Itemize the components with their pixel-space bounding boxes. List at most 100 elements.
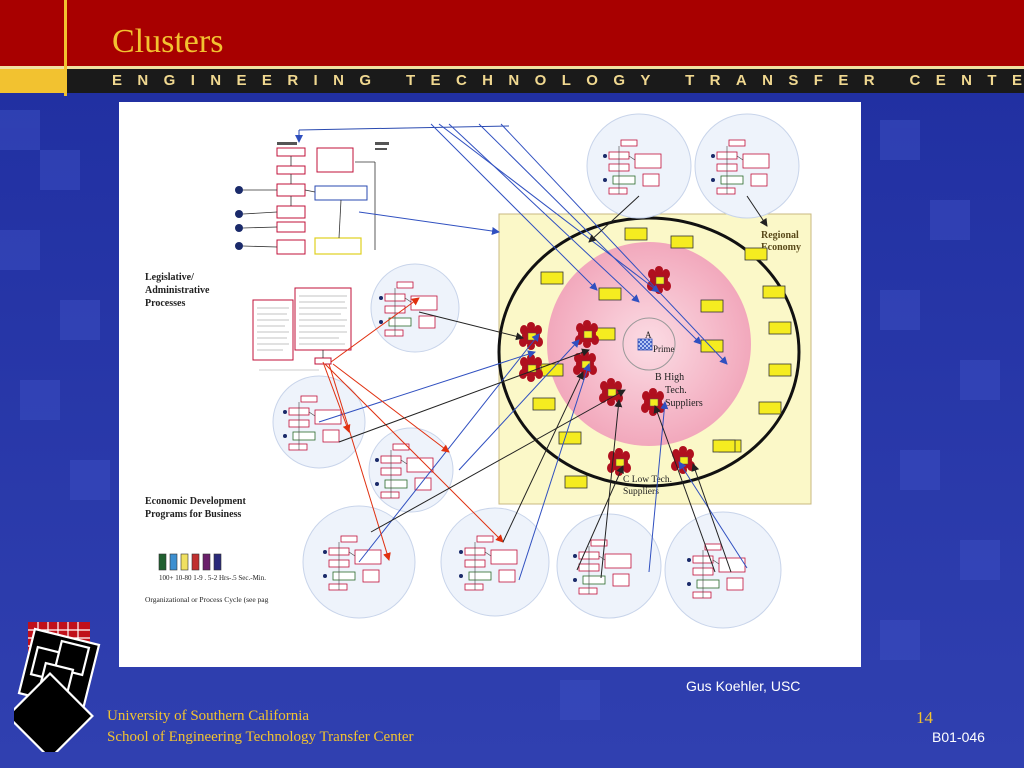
- supplier-box: [712, 439, 736, 453]
- svg-text:Programs for Business: Programs for Business: [145, 509, 241, 520]
- connection-arrow: [322, 361, 351, 433]
- legend-scale: 100+ 10-80 1-9 . 5-2 Hrs-.5 Sec.-Min.: [159, 574, 266, 582]
- legend-swatch: [169, 553, 178, 571]
- firm-bubble: [518, 321, 544, 351]
- supplier-box: [598, 287, 622, 301]
- usc-logo: [14, 622, 101, 752]
- supplier-box: [768, 321, 792, 335]
- connection-arrow: [678, 461, 748, 569]
- connection-arrow: [648, 401, 669, 573]
- legend-swatch: [191, 553, 200, 571]
- firm-bubble: [646, 265, 672, 295]
- svg-text:Economy: Economy: [761, 242, 801, 253]
- connection-arrow: [500, 123, 728, 365]
- connection-arrow: [418, 311, 524, 341]
- slide-title: Clusters: [112, 23, 224, 60]
- svg-text:Legislative/: Legislative/: [145, 272, 194, 283]
- supplier-box: [670, 235, 694, 249]
- supplier-boxes: [532, 227, 792, 489]
- low-tech-label: C Low Tech. Suppliers: [623, 475, 672, 497]
- svg-text:Suppliers: Suppliers: [665, 398, 703, 409]
- connection-arrow: [358, 211, 500, 235]
- firm-bubble: [606, 447, 632, 477]
- footer-school: School of Engineering Technology Transfe…: [107, 729, 414, 745]
- connection-arrow: [576, 465, 624, 571]
- supplier-box: [700, 339, 724, 353]
- banner-text: ENGINEERING TECHNOLOGY TRANSFER CENTER: [112, 72, 1024, 89]
- svg-text:Tech.: Tech.: [665, 385, 687, 396]
- svg-text:Administrative: Administrative: [145, 285, 210, 296]
- firm-bubble: [574, 319, 600, 349]
- connection-arrow: [600, 399, 623, 579]
- connection-arrow: [338, 348, 590, 443]
- connection-arrow: [438, 123, 660, 293]
- connection-arrow: [653, 405, 716, 573]
- svg-text:Processes: Processes: [145, 298, 185, 309]
- legend-swatch: [213, 553, 222, 571]
- page-number: 14: [916, 708, 933, 727]
- process-circle: [368, 427, 454, 513]
- cluster-boundary: [497, 216, 801, 488]
- process-circle: [664, 511, 782, 629]
- footer-university: University of Southern California: [107, 708, 310, 724]
- svg-text:B High: B High: [655, 372, 684, 383]
- credit-text: Gus Koehler, USC: [686, 678, 801, 694]
- supplier-box: [532, 397, 556, 411]
- connection-arrow: [430, 123, 598, 291]
- supplier-box: [758, 401, 782, 415]
- connection-arrow: [588, 195, 640, 243]
- process-circles: [272, 113, 800, 629]
- process-flowchart: [252, 287, 352, 371]
- supplier-box: [700, 299, 724, 313]
- supplier-box: [540, 363, 564, 377]
- process-circle: [586, 113, 692, 219]
- regional-economy-label: Regional Economy: [761, 230, 801, 253]
- process-circle: [370, 263, 460, 353]
- process-circle: [694, 113, 800, 219]
- supplier-box: [558, 431, 582, 445]
- prime-zone: [622, 317, 676, 371]
- economic-label: Economic Development Programs for Busine…: [145, 496, 246, 520]
- firm-bubble: [640, 387, 666, 417]
- process-circle: [440, 507, 550, 617]
- legend-swatch: [180, 553, 189, 571]
- connection-arrow: [458, 339, 580, 471]
- legend-caption: Organizational or Process Cycle (see pag: [145, 595, 269, 604]
- connection-arrow: [691, 463, 732, 573]
- supplier-box: [624, 227, 648, 241]
- connection-arrow: [370, 389, 626, 533]
- cluster-diagram: Legislative/ Administrative Processes Ec…: [119, 102, 861, 667]
- supplier-box: [762, 285, 786, 299]
- legislative-label: Legislative/ Administrative Processes: [145, 272, 210, 309]
- prime-label-a: A: [645, 330, 652, 340]
- legend-swatch: [202, 553, 211, 571]
- firm-bubble: [598, 377, 624, 407]
- svg-text:Suppliers: Suppliers: [623, 487, 659, 497]
- legend-swatch: [158, 553, 167, 571]
- prime-label: Prime: [653, 344, 675, 354]
- connection-arrow: [332, 363, 450, 453]
- connection-arrows: [318, 123, 768, 581]
- header-rule: [0, 66, 1024, 69]
- connection-arrow: [746, 195, 768, 227]
- svg-text:Economic Development: Economic Development: [145, 496, 246, 507]
- header-bar: [0, 0, 1024, 66]
- connection-arrow: [448, 123, 640, 303]
- supplier-box: [540, 271, 564, 285]
- supplier-box: [744, 247, 768, 261]
- supplier-box: [768, 363, 792, 377]
- legislative-flowchart: [235, 125, 510, 255]
- legend: 100+ 10-80 1-9 . 5-2 Hrs-.5 Sec.-Min. Or…: [145, 553, 269, 604]
- slide-code: B01-046: [932, 729, 985, 745]
- connection-arrow: [318, 350, 536, 423]
- process-circle: [556, 513, 662, 619]
- banner-inner: [67, 69, 1024, 93]
- connection-arrow: [330, 297, 420, 363]
- svg-text:C Low Tech.: C Low Tech.: [623, 475, 672, 485]
- header-vertical-line: [64, 0, 67, 96]
- connection-arrow: [502, 371, 584, 543]
- supplier-box: [564, 475, 588, 489]
- high-tech-label: B High Tech. Suppliers: [655, 372, 703, 409]
- connection-arrow: [478, 123, 702, 345]
- svg-text:Regional: Regional: [761, 230, 799, 241]
